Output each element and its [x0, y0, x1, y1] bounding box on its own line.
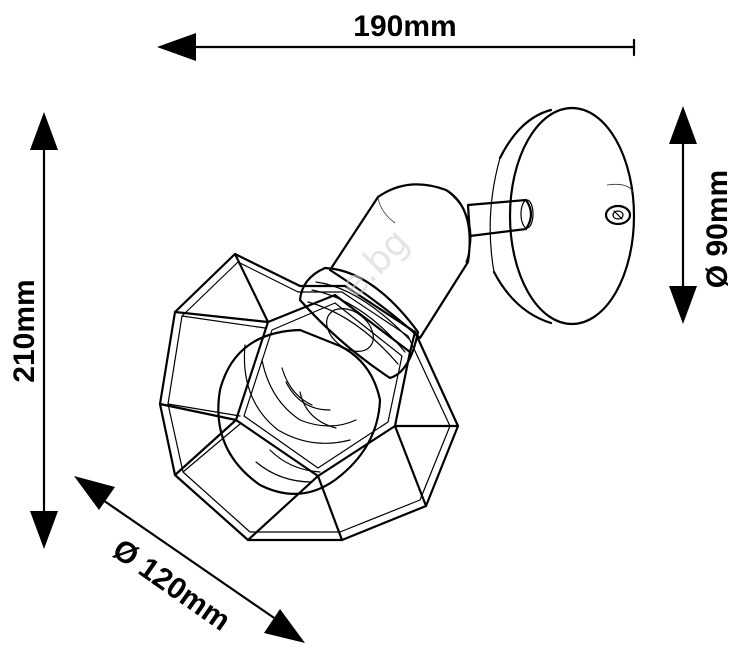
shade-diameter-arrowhead-topleft — [74, 476, 115, 510]
base-diameter-label: Ø 90mm — [701, 170, 734, 288]
swivel-arm — [466, 198, 534, 238]
height-label: 210mm — [8, 279, 41, 382]
height-arrowhead-top — [30, 112, 58, 150]
lamp-illustration — [158, 106, 636, 542]
height-arrowhead-bottom — [30, 511, 58, 549]
base-diameter-arrowhead-top — [669, 106, 697, 144]
wall-base-disc — [489, 106, 636, 326]
width-dimension: 190mm — [157, 10, 636, 61]
base-diameter-arrowhead-bottom — [669, 286, 697, 324]
shade-diameter-label: Ø 120mm — [107, 533, 237, 638]
width-arrowhead-left — [157, 33, 196, 61]
light-bulb — [217, 328, 382, 495]
shade-diameter-line — [98, 496, 282, 624]
shade-diameter-arrowhead-bottomright — [264, 609, 305, 643]
wire-cage-shade — [158, 252, 460, 542]
lamp-holder-body — [328, 183, 472, 340]
mounting-screw-icon — [604, 204, 632, 226]
shade-diameter-dimension: Ø 120mm — [74, 476, 305, 643]
width-label: 190mm — [353, 10, 456, 43]
base-diameter-dimension: Ø 90mm — [669, 106, 734, 324]
height-dimension: 210mm — [8, 112, 58, 549]
